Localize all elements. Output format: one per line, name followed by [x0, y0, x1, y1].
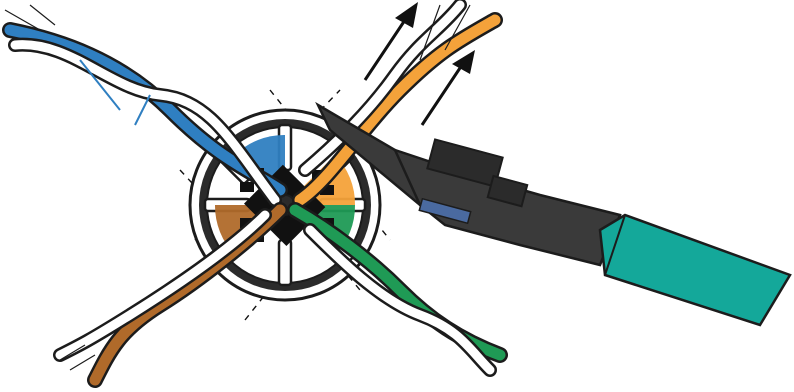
brown-pair [53, 202, 288, 388]
green-pair [287, 202, 508, 377]
orange-pair [292, 0, 503, 208]
punch-down-tool [315, 101, 792, 327]
blue-pair [2, 4, 288, 207]
pull-arrow-2 [420, 50, 475, 126]
pull-arrow-1 [363, 2, 418, 81]
